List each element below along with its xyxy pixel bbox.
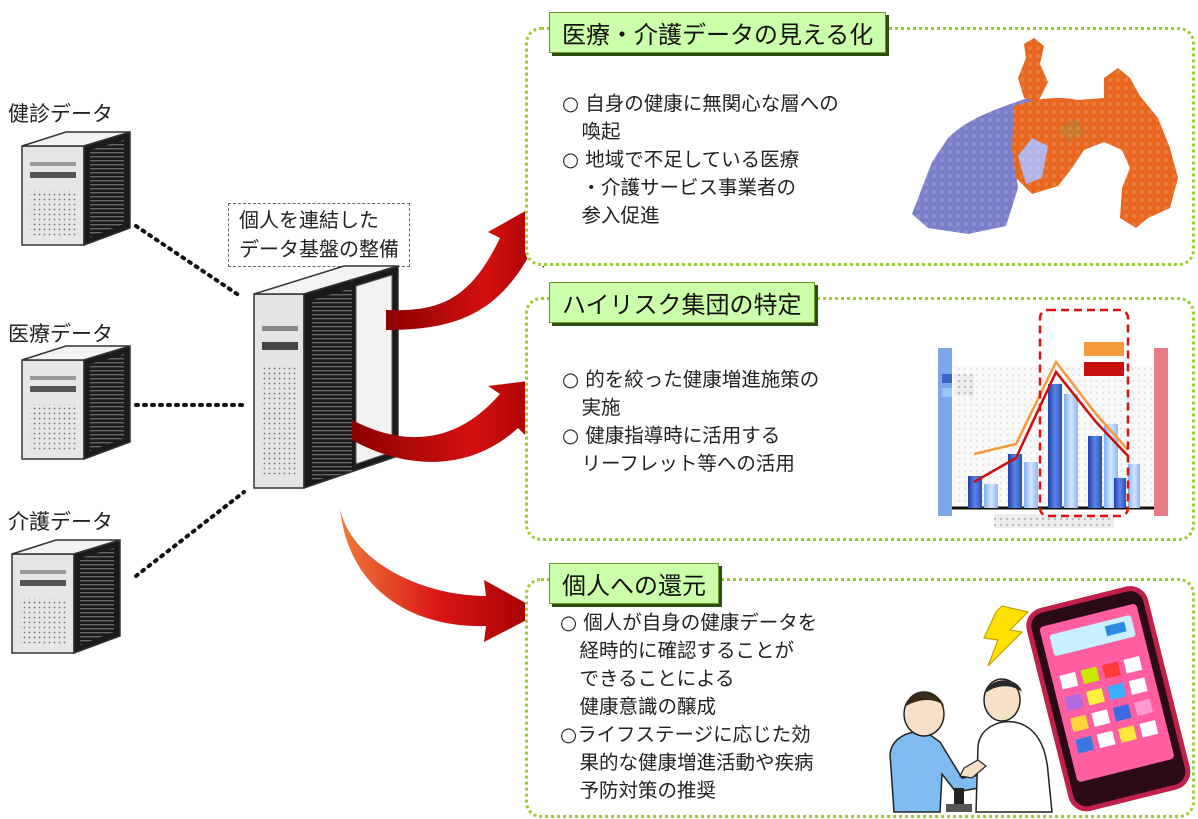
arrow-to-visualization <box>386 196 552 330</box>
arrow-to-high-risk <box>352 378 552 462</box>
panel-title-high-risk: ハイリスク集団の特定 <box>549 282 815 323</box>
bullet-line: ○ 自身の健康に無関心な層への <box>562 92 839 115</box>
lightning-icon <box>983 605 1030 667</box>
center-caption-line-2: データ基盤の整備 <box>239 237 399 261</box>
center-caption-line-1: 個人を連結した <box>239 208 379 232</box>
bullet-line: できることによる <box>560 667 735 690</box>
smartphone-icon <box>1026 586 1191 812</box>
source-label-medical: 医療データ <box>8 322 113 346</box>
bullet-line: 予防対策の推奨 <box>560 779 717 802</box>
bullet-line: ・介護サービス事業者の <box>562 176 797 199</box>
panel-individual-bullets: ○ 個人が自身の健康データを 経時的に確認することが できることによる 健康意識… <box>560 609 817 805</box>
bullet-line: 参入促進 <box>562 204 660 227</box>
bullet-line: リーフレット等への活用 <box>562 452 795 475</box>
server-icon-care <box>11 538 121 655</box>
bullet-line: ○ 地域で不足している医療 <box>562 148 800 171</box>
source-label-health-checkup: 健診データ <box>8 102 113 126</box>
arrow-to-individual <box>340 508 542 642</box>
source-label-care: 介護データ <box>8 510 113 534</box>
dotted-connectors <box>134 224 246 578</box>
panel-title-individual: 個人への還元 <box>549 563 719 604</box>
server-icon-medical <box>21 344 131 461</box>
arrows <box>340 196 552 642</box>
bullet-line: 健康意識の醸成 <box>560 695 717 718</box>
bullet-line: 実施 <box>562 396 621 419</box>
panel-title-visualization: 医療・介護データの見える化 <box>549 12 887 53</box>
bullet-line: 経時的に確認することが <box>560 639 795 662</box>
bullet-line: 喚起 <box>562 120 621 143</box>
regional-map-image <box>908 38 1188 243</box>
panel-visualization-bullets: ○ 自身の健康に無関心な層への 喚起 ○ 地域で不足している医療 ・介護サービス… <box>562 90 839 230</box>
bullet-line: ○ライフステージに応じた効 <box>560 723 811 746</box>
patient-doctor-illustration <box>889 678 1053 813</box>
server-icon-health-checkup <box>21 130 131 247</box>
bullet-line: ○ 的を絞った健康増進施策の <box>562 368 820 391</box>
bullet-line: 果的な健康増進活動や疾病 <box>560 751 814 774</box>
chart-illustration <box>938 308 1168 528</box>
center-caption-box: 個人を連結した データ基盤の整備 <box>228 203 410 267</box>
panel-high-risk-bullets: ○ 的を絞った健康増進施策の 実施 ○ 健康指導時に活用する リーフレット等への… <box>562 366 819 478</box>
bullet-line: ○ 健康指導時に活用する <box>562 424 781 447</box>
bullet-line: ○ 個人が自身の健康データを <box>560 611 818 634</box>
